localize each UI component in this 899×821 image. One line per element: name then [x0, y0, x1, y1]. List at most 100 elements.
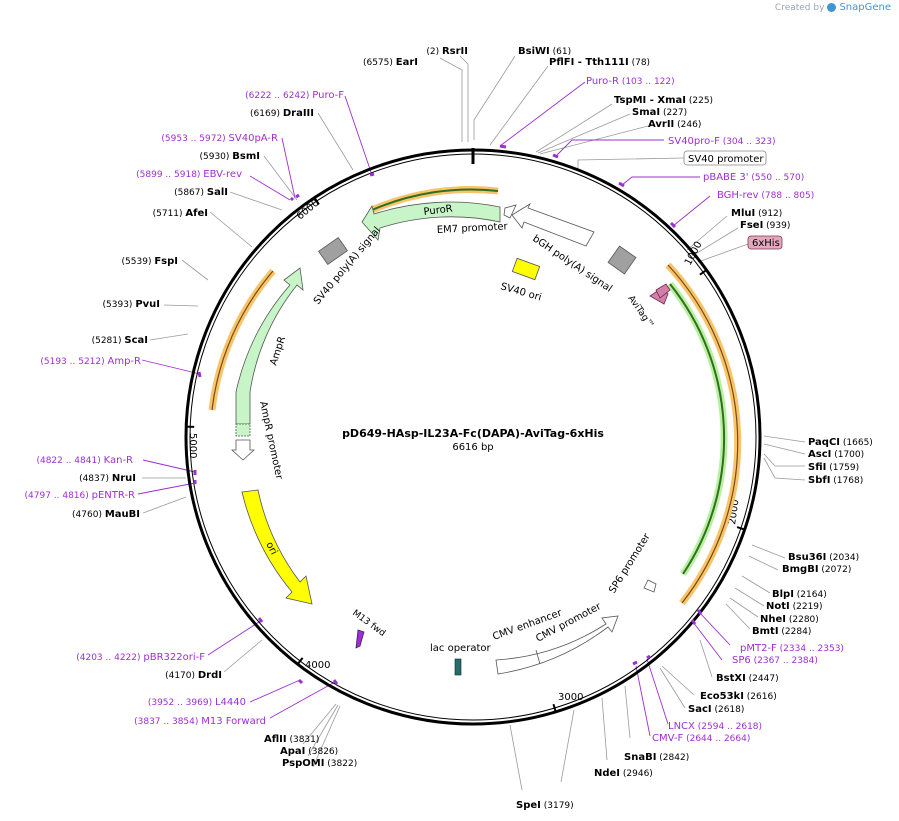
avitag-label: AviTag™ — [626, 294, 656, 331]
bgh-polya-block — [607, 245, 637, 275]
enzyme-smai: SmaI (227) — [632, 107, 687, 118]
enzyme-pspomi: PspOMI (3822) — [282, 758, 357, 769]
sv40-ori-block — [511, 257, 541, 281]
enzyme-afei: (5711) AfeI — [153, 208, 208, 219]
leader-lines — [142, 55, 806, 791]
enzyme-bmgbi: BmgBI (2072) — [782, 564, 851, 575]
primer-pentr-r: (4797 .. 4816) pENTR-R — [25, 490, 136, 501]
ampR-promoter-label: AmpR promoter — [257, 400, 284, 481]
enzyme-avrii: AvrII (246) — [648, 119, 701, 130]
primer-sv40pro-f: SV40pro-F (304 .. 323) — [668, 136, 776, 147]
enzyme-fspi: (5539) FspI — [122, 256, 178, 267]
sv40-ori-label: SV40 ori — [499, 281, 543, 303]
primer-sv40pa-r: (5953 .. 5972) SV40pA-R — [161, 133, 278, 144]
ring-tick-4000 — [296, 657, 304, 666]
enzyme-mlui: MluI (912) — [731, 208, 782, 219]
sv40-polya-block — [318, 237, 348, 265]
enzyme-snabi: SnaBI (2842) — [624, 752, 689, 763]
enzyme-paqci: PaqCI (1665) — [808, 437, 873, 448]
primer-leader-lines — [137, 81, 731, 737]
primer-marks — [193, 144, 703, 685]
enzyme-pflfi-tth111i: PflFI - Tth111I (78) — [549, 57, 650, 68]
primer-m13-forward: (3837 .. 3854) M13 Forward — [134, 716, 266, 727]
primer-kan-r: (4822 .. 4841) Kan-R — [36, 455, 133, 466]
orange-highlight-arcs — [208, 262, 742, 606]
enzyme-blpi: BlpI (2164) — [772, 589, 827, 600]
ori-label: ori — [263, 540, 279, 557]
snapgene-credit: Created by SnapGene — [775, 2, 891, 13]
credit-prefix: Created by — [774, 2, 825, 13]
ring-tick-2000 — [736, 526, 746, 531]
enzyme-ndei: NdeI (2946) — [594, 768, 653, 779]
lac-operator-label: lac operator — [430, 643, 491, 654]
plasmid-name: pD649-HAsp-IL23A-Fc(DAPA)-AviTag-6xHis — [342, 427, 604, 440]
tick-label-4000: 4000 — [305, 660, 330, 671]
enzyme-drdi: (4170) DrdI — [165, 670, 222, 681]
ring-tick-6000 — [313, 196, 320, 205]
enzyme-bsu36i: Bsu36I (2034) — [788, 552, 859, 563]
enzyme-bsmi: (5930) BsmI — [199, 151, 260, 162]
snapgene-logo-icon — [827, 3, 837, 12]
fc-orf-arc — [667, 281, 728, 576]
m13-fwd-label: M13 fwd — [350, 608, 387, 639]
enzyme-bstxi: BstXI (2447) — [716, 673, 779, 684]
puroR-label: PuroR — [423, 204, 453, 218]
primer-pbr322ori-f: (4203 .. 4222) pBR322ori-F — [76, 652, 205, 663]
primer-ebv-rev: (5899 .. 5918) EBV-rev — [136, 169, 242, 180]
cmv-feature: CMV enhancer CMV promoter — [491, 601, 619, 675]
puro-highlight-arc — [370, 186, 499, 214]
enzyme-sfii: SfiI (1759) — [808, 462, 859, 473]
tick-label-3000: 3000 — [558, 692, 583, 703]
enzyme-nhei: NheI (2280) — [760, 614, 819, 625]
enzyme-bmti: BmtI (2284) — [752, 626, 811, 637]
primer-puro-f: (6222 .. 6242) Puro-F — [245, 90, 344, 101]
sp6-promoter-feature: SP6 promoter — [607, 531, 657, 596]
puroR-feature: PuroR — [361, 201, 501, 241]
tick-label-5000: 5000 — [187, 433, 198, 458]
his6-label: 6xHis — [752, 238, 780, 249]
primer-cmv-f: CMV-F (2644 .. 2664) — [652, 733, 750, 744]
enzyme-labels: (2) RsrII (6575) EarI BsiWI (61)PflFI - Tt… — [72, 46, 873, 811]
his6-box: 6xHis — [747, 235, 783, 250]
em7-label: EM7 promoter — [437, 221, 509, 236]
enzyme-spei: SpeI (3179) — [516, 800, 574, 811]
enzyme-rsrii: (2) RsrII — [426, 46, 468, 57]
primer-l4440: (3952 .. 3969) L4440 — [148, 697, 246, 708]
ampR-label: AmpR — [268, 335, 288, 367]
ring-tick-marks — [185, 148, 746, 714]
bgh-polya-label: bGH poly(A) signal — [530, 233, 614, 294]
plasmid-size: 6616 bp — [452, 442, 493, 453]
enzyme-noti: NotI (2219) — [766, 601, 823, 612]
sv40-promoter-label: SV40 promoter — [688, 154, 764, 165]
em7-feature: EM7 promoter — [437, 204, 517, 236]
sv40-promoter-box: SV40 promoter — [683, 150, 767, 166]
ori-feature: ori — [241, 489, 313, 605]
enzyme-saci: SacI (2618) — [688, 704, 744, 715]
enzyme-draiii: (6169) DraIII — [250, 108, 314, 119]
enzyme-eari: (6575) EarI — [363, 57, 418, 68]
enzyme-bsiwi: BsiWI (61) — [518, 46, 571, 57]
primer-puro-r: Puro-R (103 .. 122) — [586, 76, 675, 87]
enzyme-tspmi-xmai: TspMI - XmaI (225) — [614, 95, 713, 106]
primer-sp6: SP6 (2367 .. 2384) — [732, 655, 818, 666]
enzyme-sali: (5867) SalI — [174, 187, 228, 198]
enzyme-fsei: FseI (939) — [740, 220, 790, 231]
enzyme-maubi: (4760) MauBI — [72, 509, 140, 520]
credit-brand: SnapGene — [839, 2, 891, 13]
lac-operator-block — [454, 658, 462, 676]
ring-tick-3000 — [552, 703, 558, 714]
primer-labels: Puro-R (103 .. 122) SV40pro-F (304 .. 323… — [25, 76, 844, 744]
enzyme-asci: AscI (1700) — [808, 449, 864, 460]
enzyme-pvui: (5393) PvuI — [103, 299, 160, 310]
sv40-polya-label: SV40 poly(A) signal — [312, 225, 383, 307]
bgh-polya-feature: bGH poly(A) signal — [511, 202, 614, 295]
enzyme-aflii: AflII (3831) — [264, 734, 319, 745]
primer-pmt2-f: pMT2-F (2334 .. 2353) — [740, 643, 844, 654]
primer-amp-r: (5193 .. 5212) Amp-R — [40, 356, 141, 367]
enzyme-scai: (5281) ScaI — [92, 335, 148, 346]
ring-tick-1000 — [699, 268, 708, 276]
m13-fwd-feature: M13 fwd — [350, 608, 387, 649]
avitag-feature: AviTag™ — [626, 283, 671, 331]
enzyme-eco53ki: Eco53kI (2616) — [700, 691, 777, 702]
